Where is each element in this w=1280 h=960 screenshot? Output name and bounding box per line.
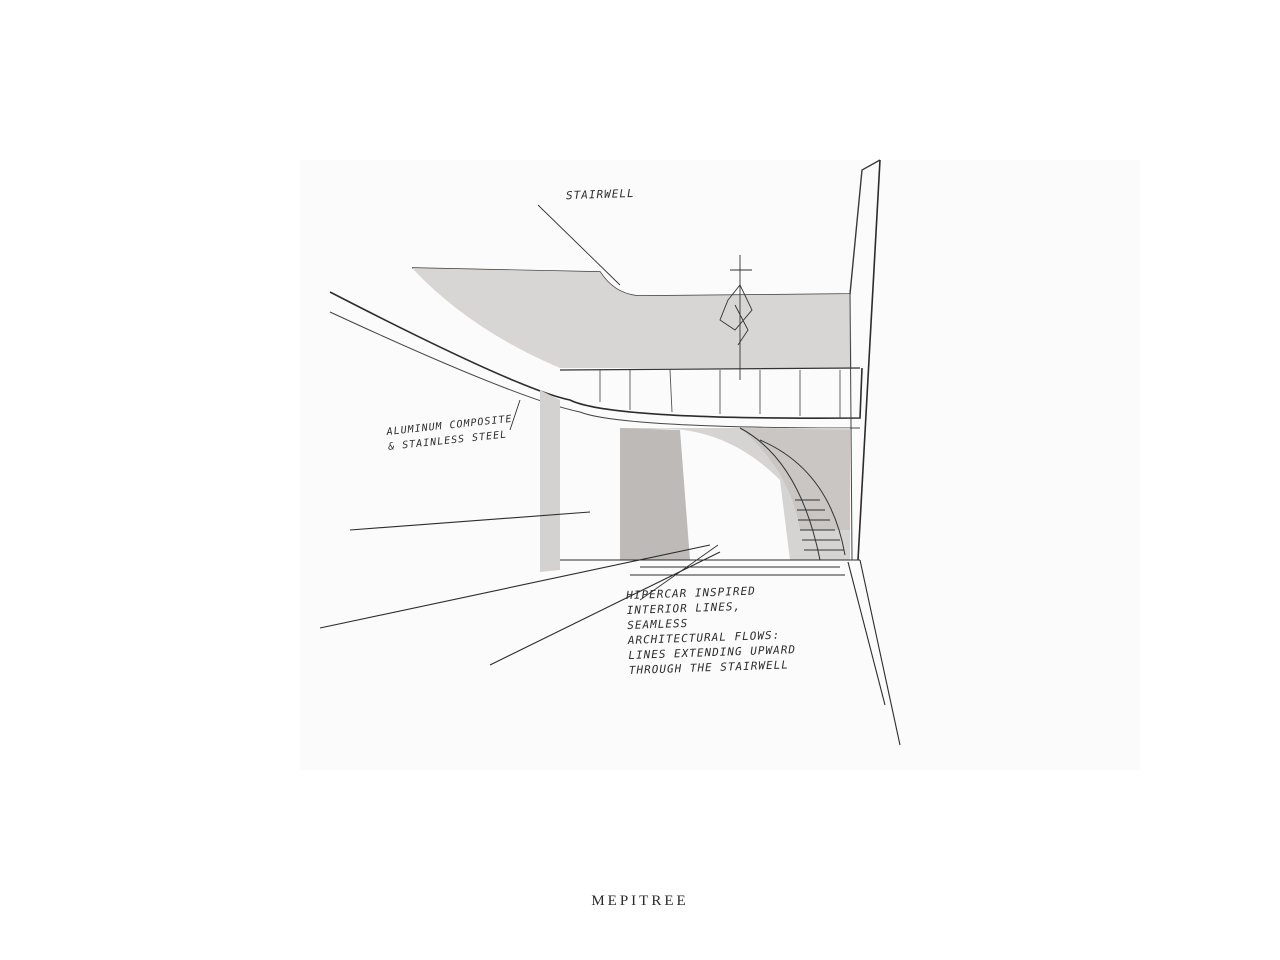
- left-column: [540, 390, 560, 572]
- concept-annotation: HIPERCAR INSPIRED INTERIOR LINES, SEAMLE…: [626, 582, 797, 678]
- railing-top: [559, 367, 861, 371]
- stairwell-annotation: STAIRWELL: [565, 186, 635, 203]
- right-column-edge: [857, 159, 881, 561]
- paper-tone: [300, 160, 1140, 770]
- stair-void: [740, 428, 850, 530]
- right-column-inner: [849, 289, 853, 561]
- chandelier: [719, 255, 753, 380]
- staircase: [739, 427, 846, 561]
- upper-wall: [412, 268, 852, 368]
- brand-logo: MEPITREE: [591, 893, 689, 909]
- balcony-underside: [329, 311, 861, 429]
- railing-posts: [599, 369, 841, 418]
- leader-lines: [509, 204, 719, 601]
- balcony-edge: [329, 291, 863, 419]
- shadow-wall: [620, 428, 690, 560]
